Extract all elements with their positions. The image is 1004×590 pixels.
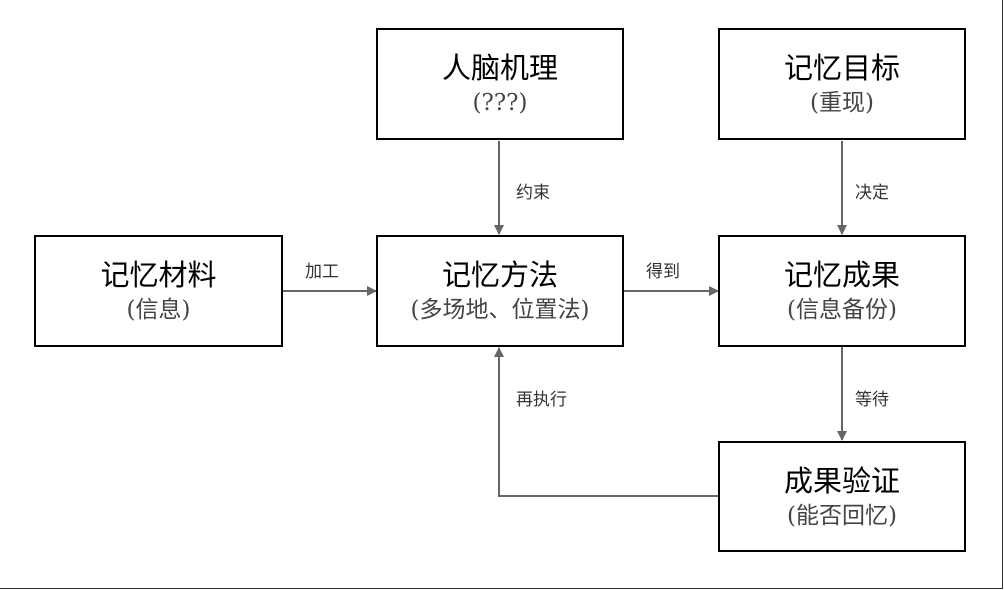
edge-label-decide: 决定 xyxy=(855,183,889,203)
node-goal-sub: (重现) xyxy=(810,90,874,116)
node-method: 记忆方法 (多场地、位置法) xyxy=(376,235,624,347)
node-brain-title: 人脑机理 xyxy=(441,51,558,85)
node-brain-sub: (???) xyxy=(472,90,528,116)
node-result-sub: (信息备份) xyxy=(787,297,897,323)
edge-label-process: 加工 xyxy=(305,262,339,282)
node-material: 记忆材料 (信息) xyxy=(34,235,283,347)
node-method-title: 记忆方法 xyxy=(441,258,558,292)
node-brain: 人脑机理 (???) xyxy=(376,28,624,140)
edge-label-constrain: 约束 xyxy=(516,183,550,203)
node-result-title: 记忆成果 xyxy=(783,258,900,292)
node-goal: 记忆目标 (重现) xyxy=(718,28,966,140)
node-verify-title: 成果验证 xyxy=(783,463,900,498)
node-verify: 成果验证 (能否回忆) xyxy=(718,441,966,552)
node-verify-sub: (能否回忆) xyxy=(787,502,897,529)
edge-label-wait: 等待 xyxy=(855,390,889,410)
node-material-sub: (信息) xyxy=(126,297,191,323)
node-method-sub: (多场地、位置法) xyxy=(410,297,590,323)
node-result: 记忆成果 (信息备份) xyxy=(718,235,966,347)
node-material-title: 记忆材料 xyxy=(100,258,217,292)
node-goal-title: 记忆目标 xyxy=(783,51,900,85)
edge-label-reexecute: 再执行 xyxy=(516,390,567,410)
edge-label-obtain: 得到 xyxy=(646,262,680,282)
arrow-verify-to-method xyxy=(494,347,718,497)
